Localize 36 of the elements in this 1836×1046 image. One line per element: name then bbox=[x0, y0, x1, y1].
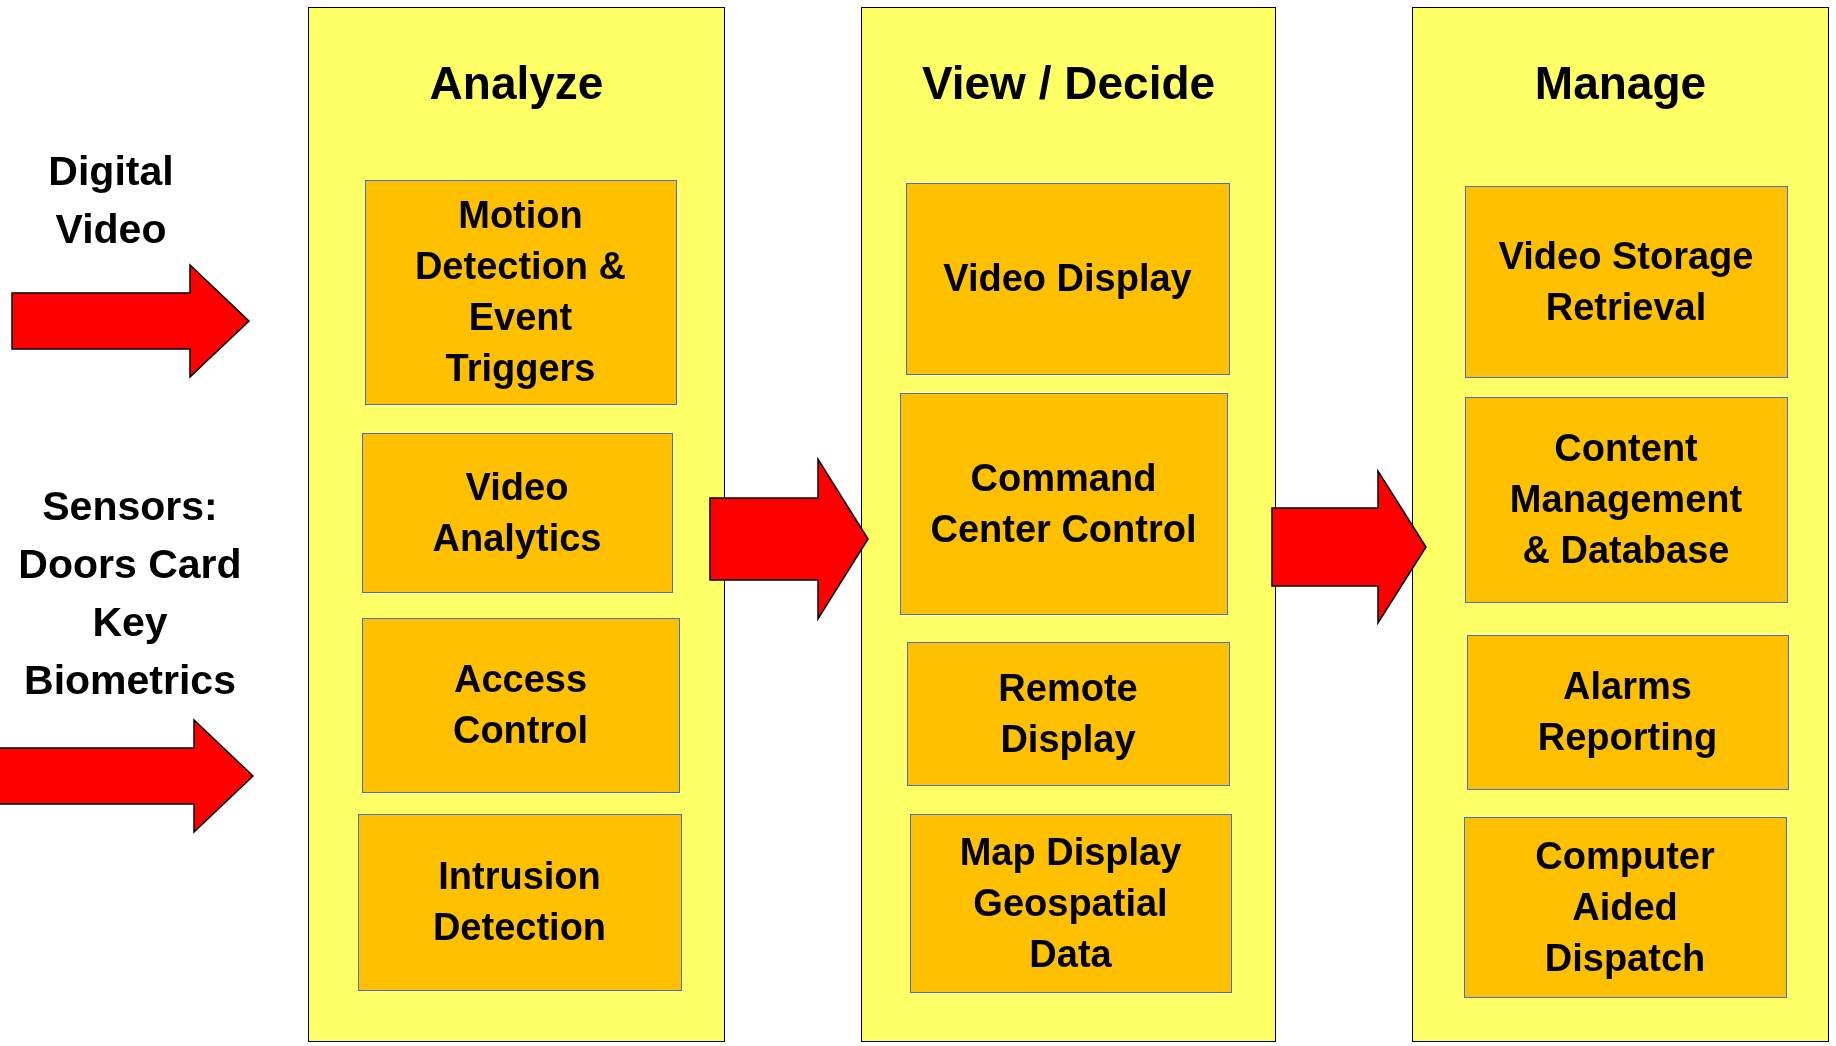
box-label: Access Control bbox=[451, 657, 590, 753]
function-box bbox=[1464, 185, 1788, 378]
block-arrow bbox=[0, 718, 255, 834]
panel-heading: Manage bbox=[1533, 56, 1708, 110]
function-box bbox=[364, 179, 677, 405]
function-box bbox=[361, 617, 680, 793]
box-label: Computer Aided Dispatch bbox=[1534, 833, 1716, 981]
stage-panel bbox=[308, 7, 725, 1042]
function-box bbox=[909, 813, 1232, 993]
function-box bbox=[1463, 816, 1787, 998]
block-arrow bbox=[11, 263, 251, 379]
box-label: Remote Display bbox=[997, 665, 1139, 762]
input-label: Digital Video bbox=[47, 147, 175, 254]
input-label: Sensors: Doors Card Key Biometrics bbox=[17, 482, 243, 705]
box-label: Intrusion Detection bbox=[431, 854, 608, 950]
function-box bbox=[905, 182, 1230, 375]
box-label: Command Center Control bbox=[929, 455, 1198, 552]
function-box bbox=[1466, 634, 1789, 790]
block-arrow bbox=[709, 456, 869, 622]
box-label: Motion Detection & Event Triggers bbox=[413, 193, 628, 391]
box-label: Content Management & Database bbox=[1508, 426, 1744, 573]
box-label: Video Display bbox=[943, 256, 1192, 301]
function-box bbox=[361, 432, 673, 593]
box-label: Map Display Geospatial Data bbox=[958, 829, 1183, 977]
box-label: Alarms Reporting bbox=[1536, 664, 1719, 760]
function-box bbox=[1464, 396, 1788, 603]
function-box bbox=[906, 641, 1230, 786]
stage-panel bbox=[1412, 7, 1829, 1042]
function-box bbox=[899, 392, 1228, 615]
stage-panel bbox=[861, 7, 1276, 1042]
box-label: Video Analytics bbox=[431, 464, 603, 561]
function-box bbox=[357, 813, 682, 991]
block-arrow bbox=[1271, 468, 1427, 626]
panel-heading: Analyze bbox=[428, 56, 605, 110]
box-label: Video Storage Retrieval bbox=[1497, 233, 1755, 330]
panel-heading: View / Decide bbox=[920, 56, 1217, 110]
